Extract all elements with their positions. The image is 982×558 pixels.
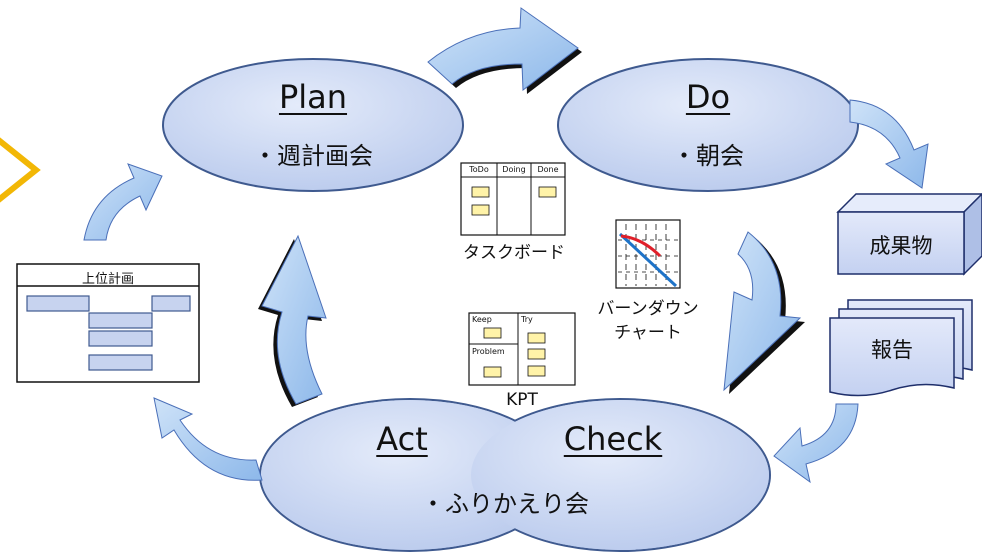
plan-meeting: ・週計画会 bbox=[253, 142, 373, 170]
do-title: Do bbox=[685, 78, 731, 116]
report-to-check-arrow bbox=[773, 403, 859, 484]
sticky-note bbox=[538, 186, 557, 198]
do-to-deliverable-arrow bbox=[849, 99, 929, 189]
burndown-label-line1: バーンダウン bbox=[597, 299, 699, 319]
report-documents bbox=[829, 299, 973, 397]
report-label: 報告 bbox=[871, 338, 913, 362]
kpt-label: KPT bbox=[506, 390, 538, 410]
kpt-problem: Problem bbox=[472, 347, 505, 356]
sticky-note bbox=[483, 327, 502, 339]
do-meeting: ・朝会 bbox=[672, 142, 744, 170]
retrospective-meeting: ・ふりかえり会 bbox=[421, 490, 589, 518]
sticky-note bbox=[527, 365, 546, 377]
sticky-note bbox=[471, 186, 490, 198]
act-to-upper-plan-arrow bbox=[153, 397, 263, 481]
chevron-icon bbox=[0, 137, 41, 203]
burndown-actual-line bbox=[620, 234, 662, 258]
kpt-board bbox=[468, 312, 576, 386]
sticky-note bbox=[527, 332, 546, 344]
sticky-note bbox=[483, 366, 502, 378]
task-board bbox=[460, 162, 566, 236]
sticky-note bbox=[527, 348, 546, 360]
deliverable-box bbox=[836, 192, 982, 276]
deliverable-label: 成果物 bbox=[869, 234, 933, 258]
task-board-label: タスクボード bbox=[463, 243, 565, 263]
task-board-column-todo: ToDo bbox=[469, 165, 489, 174]
upper-plan-title: 上位計画 bbox=[81, 272, 134, 287]
plan-title: Plan bbox=[278, 78, 348, 116]
plan-ellipse bbox=[162, 58, 464, 192]
do-ellipse bbox=[557, 58, 859, 192]
burndown-ideal-line bbox=[618, 232, 678, 288]
upper-plan-gantt bbox=[16, 263, 200, 383]
act-title: Act bbox=[376, 420, 428, 458]
kpt-try: Try bbox=[521, 315, 533, 324]
burndown-label-line2: チャート bbox=[614, 323, 682, 343]
act-to-plan-arrow bbox=[258, 234, 327, 407]
task-board-column-done: Done bbox=[537, 165, 559, 174]
burndown-chart bbox=[615, 219, 681, 289]
act-check-ellipse bbox=[259, 398, 771, 552]
check-title: Check bbox=[563, 420, 663, 458]
do-to-check-arrow bbox=[723, 231, 805, 394]
task-board-column-doing: Doing bbox=[502, 165, 526, 174]
plan-to-do-arrow bbox=[427, 7, 582, 94]
kpt-keep: Keep bbox=[472, 315, 492, 324]
upper-plan-to-plan-arrow bbox=[83, 163, 163, 241]
sticky-note bbox=[471, 204, 490, 216]
